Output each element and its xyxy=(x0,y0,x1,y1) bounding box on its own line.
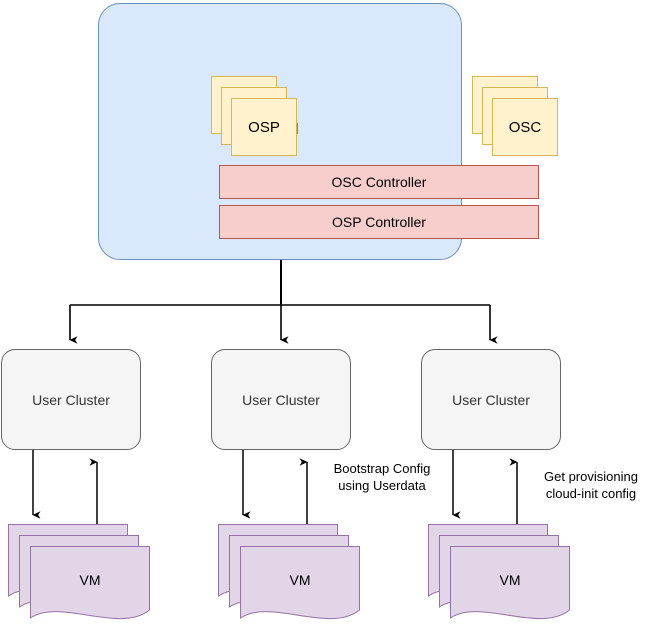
user-cluster-2[interactable]: User Cluster xyxy=(421,349,561,450)
osp-controller-bar[interactable]: OSP Controller xyxy=(219,205,539,239)
osp-card-stack[interactable]: OSP xyxy=(211,76,297,156)
osp-card-front xyxy=(231,98,297,156)
user-cluster-0[interactable]: User Cluster xyxy=(1,349,141,450)
osp-label: OSP xyxy=(248,118,280,136)
vm-label-2: VM xyxy=(499,572,521,588)
vm-document-front xyxy=(240,546,360,626)
vm-label-0: VM xyxy=(79,572,101,588)
seed-container[interactable]: Seed OSP OSC OSC Controller OSP Controll… xyxy=(98,3,558,260)
osc-controller-bar[interactable]: OSC Controller xyxy=(219,165,539,199)
user-cluster-1[interactable]: User Cluster xyxy=(211,349,351,450)
edge-caption-get-provisioning-config: Get provisioning cloud-init config xyxy=(544,469,638,501)
vm-label-1: VM xyxy=(289,572,311,588)
vm-document-front xyxy=(450,546,570,626)
edge-caption-bootstrap-config: Bootstrap Config using Userdata xyxy=(333,461,431,493)
osc-card-stack[interactable]: OSC xyxy=(472,76,558,156)
osc-label: OSC xyxy=(508,118,542,136)
vm-stack-1[interactable]: VM xyxy=(218,524,383,624)
osc-card-front xyxy=(492,98,558,156)
vm-stack-0[interactable]: VM xyxy=(8,524,173,624)
vm-document-front xyxy=(30,546,150,626)
vm-stack-2[interactable]: VM xyxy=(428,524,593,624)
